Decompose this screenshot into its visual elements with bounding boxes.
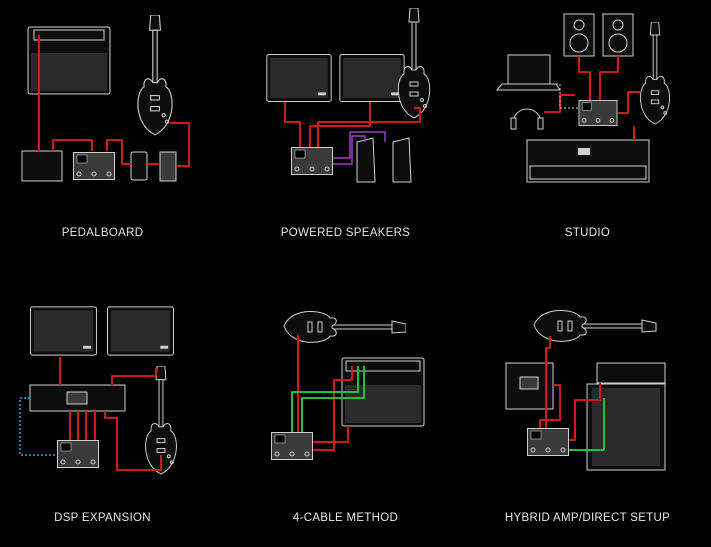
setup-label-hybrid-amp-direct[interactable]: HYBRID AMP/DIRECT SETUP bbox=[504, 512, 671, 524]
setup-label-4-cable-method[interactable]: 4-CABLE METHOD bbox=[292, 512, 399, 524]
studio-monitor-icon bbox=[563, 13, 595, 57]
guitar-icon bbox=[639, 22, 671, 125]
setup-label-dsp-expansion[interactable]: DSP EXPANSION bbox=[54, 512, 151, 524]
hx-stomp-icon bbox=[578, 100, 618, 126]
pedalboard-diagram bbox=[21, 15, 190, 182]
studio-diagram bbox=[495, 13, 671, 183]
hx-stomp-icon bbox=[527, 428, 569, 456]
powered-speaker-icon bbox=[266, 54, 332, 102]
pedal-icon bbox=[159, 151, 177, 182]
hybrid-amp-direct-diagram bbox=[505, 309, 666, 471]
four-cable-method-diagram bbox=[271, 310, 425, 460]
headphones-icon bbox=[512, 108, 542, 125]
expression-pedal-icon bbox=[392, 137, 412, 183]
studio-monitor-icon bbox=[602, 13, 634, 57]
setup-label-powered-speakers[interactable]: POWERED SPEAKERS bbox=[280, 227, 411, 239]
pedal-icon bbox=[130, 151, 148, 181]
amp-head-icon bbox=[596, 362, 666, 384]
keyboard-icon bbox=[526, 139, 650, 183]
dsp-expansion-diagram bbox=[19, 306, 177, 475]
guitar-icon bbox=[283, 310, 406, 343]
hx-stomp-icon bbox=[271, 432, 313, 460]
expression-pedal-icon bbox=[356, 137, 376, 183]
powered-speaker-icon bbox=[107, 306, 174, 356]
setup-label-studio[interactable]: STUDIO bbox=[564, 227, 611, 239]
bass-guitar-icon bbox=[533, 309, 657, 342]
hx-stomp-icon bbox=[73, 151, 115, 181]
laptop-icon bbox=[495, 54, 561, 91]
powered-speakers-diagram bbox=[266, 8, 431, 183]
hx-stomp-icon bbox=[291, 147, 333, 175]
powered-speaker-icon bbox=[339, 54, 405, 102]
hx-stomp-icon bbox=[57, 440, 99, 468]
guitar-icon bbox=[137, 15, 173, 136]
multi-effects-icon bbox=[21, 150, 63, 182]
powered-speaker-icon bbox=[30, 306, 97, 356]
setup-label-pedalboard[interactable]: PEDALBOARD bbox=[61, 227, 144, 239]
